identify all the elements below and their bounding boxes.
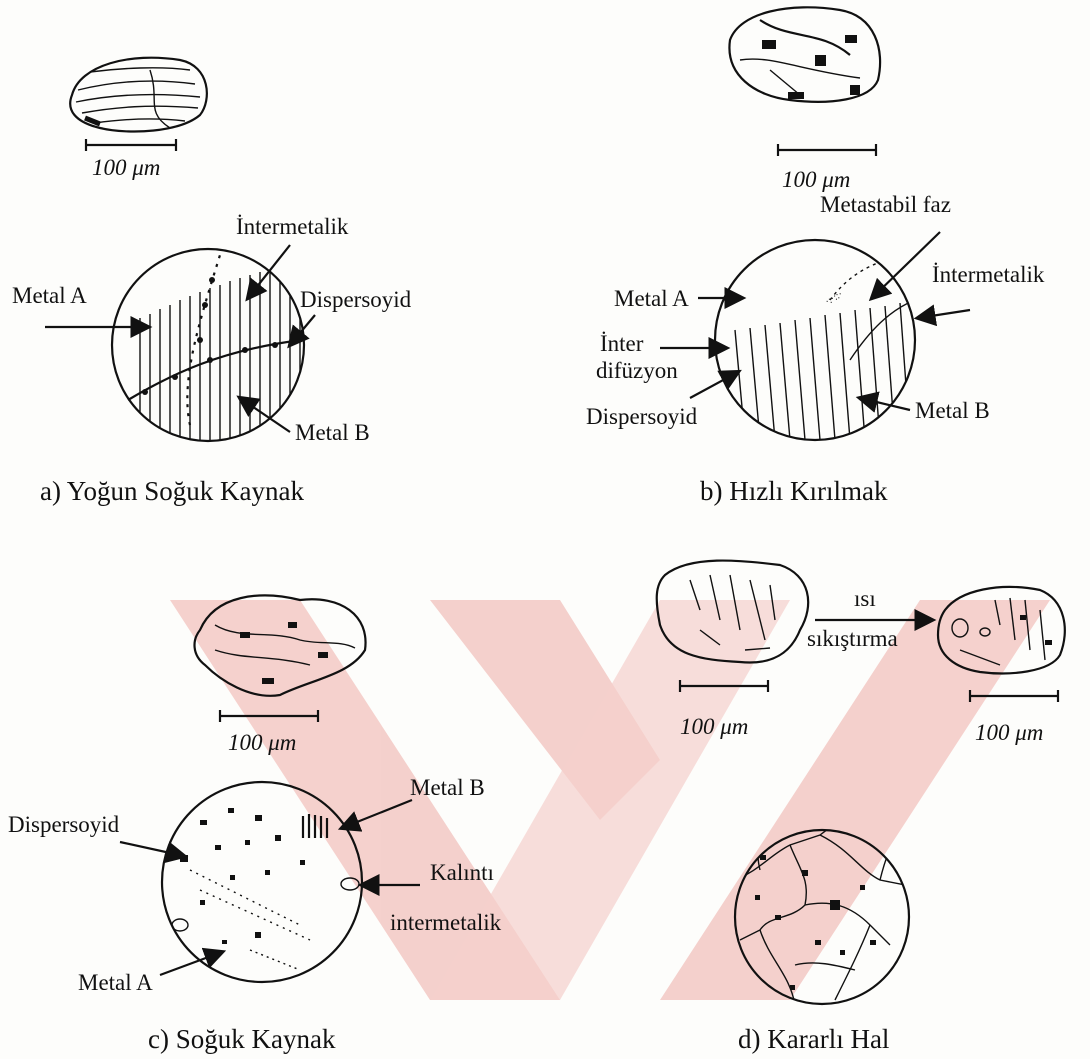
panel-a: 100 μm [12, 58, 412, 506]
label-inter-b: İnter [600, 331, 644, 356]
caption-b: b) Hızlı Kırılmak [700, 476, 888, 506]
panel-b: 100 μm [586, 7, 1045, 506]
label-metal-b-a: Metal B [295, 420, 370, 445]
scale-label-d-right: 100 μm [975, 720, 1043, 745]
scale-label-c: 100 μm [228, 730, 296, 755]
label-dispersoyid-c: Dispersoyid [8, 812, 120, 837]
scale-bar-b: 100 μm [778, 144, 876, 192]
label-intermetalik-b: İntermetalik [932, 262, 1045, 287]
label-sikistirma-d: sıkıştırma [807, 626, 898, 651]
label-metal-a-a: Metal A [12, 283, 87, 308]
label-dispersoyid-b: Dispersoyid [586, 404, 698, 429]
label-dispersoyid-a: Dispersoyid [300, 287, 412, 312]
particle-a [70, 58, 207, 132]
metal-b-hatching-b [735, 303, 910, 440]
label-metal-a-b: Metal A [614, 286, 689, 311]
label-metastabil-b: Metastabil faz [820, 192, 951, 217]
caption-a: a) Yoğun Soğuk Kaynak [40, 476, 305, 506]
labels-b: Metastabil faz İntermetalik Metal A İnte… [586, 192, 1045, 429]
label-intermetalik-a: İntermetalik [236, 214, 349, 239]
caption-c: c) Soğuk Kaynak [148, 1024, 336, 1054]
label-metal-b-c: Metal B [410, 775, 485, 800]
sphere-a [100, 249, 310, 450]
label-metal-a-c: Metal A [78, 970, 153, 995]
scale-label-a: 100 μm [92, 155, 160, 180]
sphere-c [162, 782, 362, 982]
label-isi-d: ısı [854, 586, 876, 611]
label-difuzyon-b: difüzyon [596, 358, 678, 383]
watermark-logo [170, 600, 1050, 1000]
scale-label-d-left: 100 μm [680, 714, 748, 739]
scale-label-b: 100 μm [782, 167, 850, 192]
label-intermetalik-c: intermetalik [390, 910, 502, 935]
label-metal-b-b: Metal B [915, 398, 990, 423]
metastabil-phase-texture: ·:·::· [823, 289, 844, 308]
scale-bar-a: 100 μm [86, 139, 176, 180]
particle-b [729, 7, 880, 101]
label-kalinti-c: Kalıntı [430, 860, 494, 885]
caption-d: d) Kararlı Hal [738, 1024, 889, 1054]
sphere-b: ·:·::· [715, 240, 915, 440]
